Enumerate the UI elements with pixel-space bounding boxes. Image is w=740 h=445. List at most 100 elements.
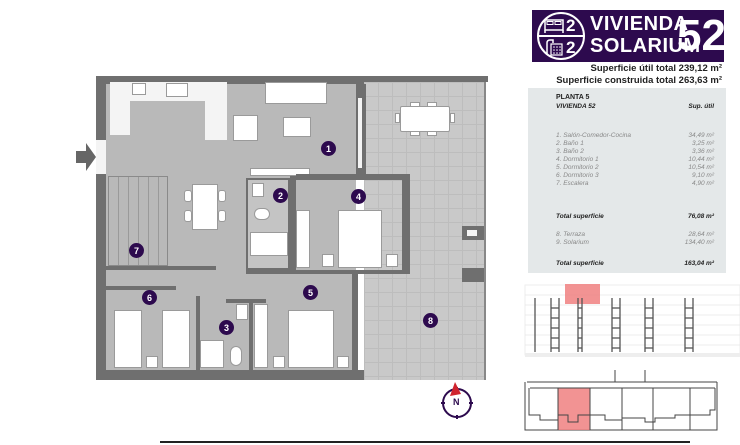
wall-bedroom3-right xyxy=(196,296,200,370)
room-area: 9,10 m² xyxy=(691,172,714,179)
room-area: 4,90 m² xyxy=(691,180,714,187)
unit-number: 52 xyxy=(677,11,726,60)
wardrobe xyxy=(296,210,310,268)
total-label: Total superficie xyxy=(556,260,604,267)
wall-bedroom1-right xyxy=(402,174,410,270)
nightstand xyxy=(322,254,334,267)
window xyxy=(358,98,362,168)
wall-stairs xyxy=(106,266,216,270)
single-bed xyxy=(114,310,142,368)
sofa xyxy=(265,82,327,104)
site-key-plan xyxy=(524,370,718,431)
bathroom-count: 2 xyxy=(566,38,576,57)
floor-label: PLANTA 5 xyxy=(556,94,590,101)
room-name: 8. Terraza xyxy=(556,231,586,238)
wall-bedroom3-top xyxy=(106,286,176,290)
chair xyxy=(184,210,192,222)
outdoor-light xyxy=(467,230,477,236)
chair xyxy=(218,210,226,222)
table-row: 1. Salón-Comedor-Cocina 34,49 m² xyxy=(556,132,714,139)
entrance-arrow-icon xyxy=(76,143,96,171)
dining-table xyxy=(192,184,218,230)
unit-highlight xyxy=(565,284,600,304)
shower-tray xyxy=(200,340,224,368)
table-row: 6. Dormitorio 3 9,10 m² xyxy=(556,172,714,179)
wardrobe xyxy=(254,304,268,368)
room-name: 7. Escalera xyxy=(556,180,589,187)
unit-location-highlight xyxy=(558,388,590,430)
room-label-8: 8 xyxy=(423,313,438,328)
built-area-total: Superficie construida total 263,63 m² xyxy=(556,75,722,86)
room-label-5: 5 xyxy=(303,285,318,300)
bathtub xyxy=(250,232,288,256)
room-area: 28,64 m² xyxy=(688,231,714,238)
room-name: 1. Salón-Comedor-Cocina xyxy=(556,132,632,139)
tv-unit xyxy=(250,168,310,176)
room-area: 3,36 m² xyxy=(691,148,714,155)
terrace-pillar xyxy=(462,268,484,282)
room-area: 3,25 m² xyxy=(691,140,714,147)
kitchen-island xyxy=(205,82,227,140)
bottom-rule xyxy=(160,441,690,443)
single-bed xyxy=(162,310,190,368)
compass-icon xyxy=(441,382,473,419)
room-label-7: 7 xyxy=(129,243,144,258)
chair xyxy=(395,113,400,123)
room-area: 134,40 m² xyxy=(684,239,714,246)
total-value: 163,04 m² xyxy=(684,260,714,267)
title-vivienda: VIVIENDA xyxy=(590,13,689,35)
chair xyxy=(427,131,437,136)
total-interior-row: Total superficie 76,08 m² xyxy=(556,213,714,220)
wall-bedroom1-top xyxy=(296,174,408,180)
room-label-2: 2 xyxy=(273,188,288,203)
total-value: 76,08 m² xyxy=(687,213,714,220)
toilet-icon xyxy=(254,208,270,220)
outdoor-dining-table xyxy=(400,106,450,132)
table-row: 8. Terraza 28,64 m² xyxy=(556,231,714,238)
room-name: 2. Baño 1 xyxy=(556,140,584,147)
compass-north-label: N xyxy=(453,397,460,407)
kitchen-counter-side xyxy=(110,101,130,135)
washbasin-icon xyxy=(252,183,264,197)
bed-icon xyxy=(544,19,564,33)
coffee-table xyxy=(283,117,311,137)
staircase xyxy=(108,176,168,266)
bedroom-count: 2 xyxy=(566,16,576,35)
area-table: PLANTA 5 VIVIENDA 52 Sup. útil 1. Salón-… xyxy=(528,88,726,273)
chair xyxy=(450,113,455,123)
entrance-door-opening xyxy=(96,140,106,174)
chair xyxy=(410,102,420,107)
nightstand xyxy=(146,356,158,368)
wall-bedroom1-bottom xyxy=(246,270,410,274)
wall-bath2-right xyxy=(249,299,253,370)
table-row: 3. Baño 2 3,36 m² xyxy=(556,148,714,155)
shower-icon xyxy=(546,39,563,56)
room-area: 34,49 m² xyxy=(688,132,714,139)
stove-icon xyxy=(166,83,188,97)
total-overall-row: Total superficie 163,04 m² xyxy=(556,260,714,267)
double-bed xyxy=(338,210,382,268)
wall-bedroom2-right xyxy=(352,274,358,370)
room-name: 6. Dormitorio 3 xyxy=(556,172,599,179)
wall-left xyxy=(96,76,106,380)
room-name: 4. Dormitorio 1 xyxy=(556,156,599,163)
chair xyxy=(218,190,226,202)
room-label-1: 1 xyxy=(321,141,336,156)
chair xyxy=(410,131,420,136)
table-header: VIVIENDA 52 Sup. útil xyxy=(556,103,714,110)
room-area: 10,44 m² xyxy=(688,156,714,163)
title-solarium: SOLARIUM xyxy=(590,35,701,57)
unit-label: VIVIENDA 52 xyxy=(556,103,596,110)
room-name: 3. Baño 2 xyxy=(556,148,584,155)
room-label-4: 4 xyxy=(351,189,366,204)
nightstand xyxy=(386,254,398,267)
washbasin-icon xyxy=(236,304,248,320)
kitchen-counter xyxy=(110,82,208,101)
terrace-railing xyxy=(484,82,486,380)
wall-bottom xyxy=(96,370,364,380)
column-header-area: Sup. útil xyxy=(688,103,714,110)
total-label: Total superficie xyxy=(556,213,604,220)
room-area: 10,54 m² xyxy=(688,164,714,171)
